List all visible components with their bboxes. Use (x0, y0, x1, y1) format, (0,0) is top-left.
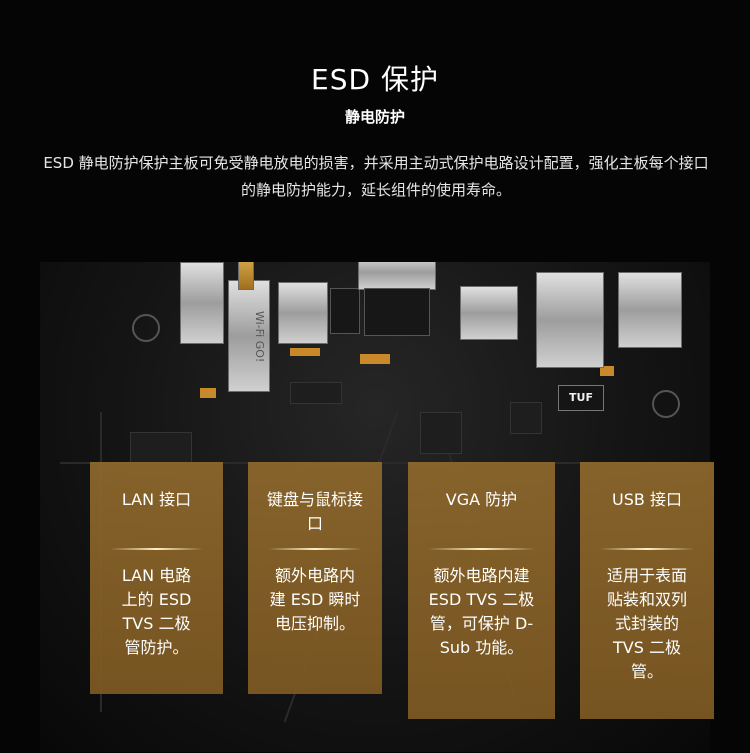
vga-port-body (364, 288, 430, 336)
screw-hole (652, 390, 680, 418)
lan-port (536, 272, 604, 368)
card-title: VGA 防护 (445, 490, 518, 509)
card-vga: VGA 防护 额外电路内建 ESD TVS 二极管，可保护 D-Sub 功能。 (408, 462, 555, 719)
capacitor (360, 354, 390, 364)
card-divider (110, 548, 203, 550)
card-keyboard-mouse: 键盘与鼠标接口 额外电路内建 ESD 瞬时电压抑制。 (248, 462, 382, 694)
wifi-module (228, 280, 270, 392)
ps2-port (330, 288, 360, 334)
wifi-module-text: Wi-Fi GO! (253, 311, 266, 363)
section-description: ESD 静电防护保护主板可免受静电放电的损害，并采用主动式保护电路设计配置，强化… (43, 154, 709, 199)
tuf-badge: TUF (558, 385, 604, 411)
card-divider (428, 548, 535, 550)
usb-stack-port (618, 272, 682, 348)
capacitor (200, 388, 216, 398)
card-text: LAN 电路上的 ESD TVS 二极管防护。 (121, 566, 192, 657)
card-text: 额外电路内建 ESD 瞬时电压抑制。 (269, 566, 361, 633)
card-title: 键盘与鼠标接口 (266, 490, 363, 533)
card-title: USB 接口 (612, 490, 682, 509)
card-lan: LAN 接口 LAN 电路上的 ESD TVS 二极管防护。 (90, 462, 223, 694)
capacitor (600, 366, 614, 376)
ic-chip (130, 432, 192, 464)
card-text: 额外电路内建 ESD TVS 二极管，可保护 D-Sub 功能。 (428, 566, 535, 657)
ic-chip (290, 382, 342, 404)
screw-hole (132, 314, 160, 342)
vga-port (358, 262, 436, 290)
ic-chip (510, 402, 542, 434)
ic-chip (420, 412, 462, 454)
card-divider (268, 548, 362, 550)
usb-port (278, 282, 328, 344)
card-usb: USB 接口 适用于表面贴装和双列式封装的 TVS 二极管。 (580, 462, 714, 719)
card-title: LAN 接口 (121, 490, 192, 509)
capacitor (290, 348, 320, 356)
section-subtitle: 静电防护 (344, 108, 405, 126)
card-text: 适用于表面贴装和双列式封装的 TVS 二极管。 (606, 566, 687, 681)
section-title: ESD 保护 (311, 63, 439, 96)
card-divider (600, 548, 694, 550)
hdmi-port (460, 286, 518, 340)
antenna-connector (238, 262, 254, 290)
audio-port (180, 262, 224, 344)
